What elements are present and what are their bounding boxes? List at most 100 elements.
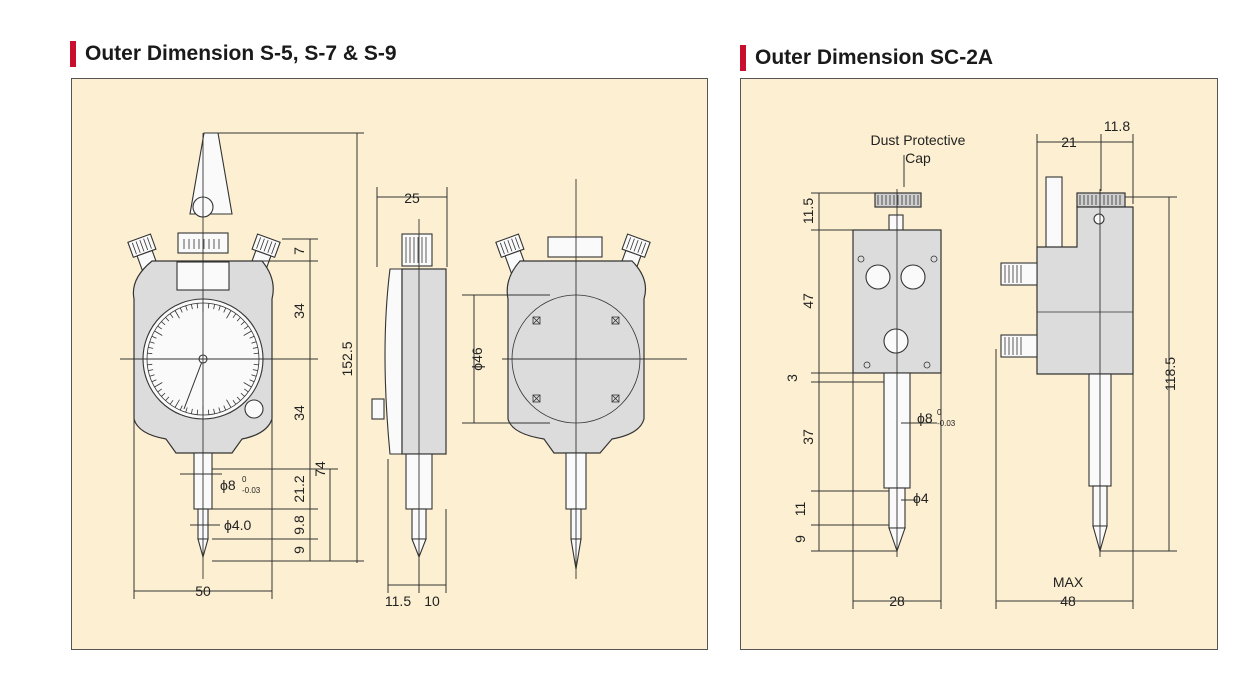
side-button <box>371 398 385 420</box>
dial-tick <box>207 409 210 415</box>
dial-tick <box>161 392 166 397</box>
dial-tick <box>157 325 162 330</box>
dial-tick <box>179 307 183 313</box>
left-heading-text: Outer Dimension S-5, S-7 & S-9 <box>85 42 397 65</box>
right-dimension-lines <box>811 134 1177 609</box>
dim-37: 37 <box>800 429 816 445</box>
dial-tick <box>249 379 255 383</box>
dim-74: 74 <box>312 461 328 477</box>
side-post <box>1045 176 1063 258</box>
tol-upper: 0 <box>937 408 942 417</box>
dial-tick <box>149 374 155 377</box>
left-dimension-drawing: 25 7 34 34 152.5 74 21.2 9.8 9 ϕ46 ϕ8 0 … <box>120 132 687 609</box>
dim-25: 25 <box>404 190 420 206</box>
dial-tick <box>149 341 155 344</box>
dim-28: 28 <box>889 593 905 609</box>
dim-47: 47 <box>800 293 816 309</box>
dial-tick <box>236 317 241 322</box>
dial-tick <box>185 305 188 311</box>
rear-screws <box>532 316 620 403</box>
dial-tick <box>251 341 257 344</box>
dial-tick <box>148 369 154 372</box>
sc2a-side-view <box>1000 176 1134 557</box>
dial-tick <box>252 346 258 349</box>
dial-tick <box>179 405 183 411</box>
dim-9-8: 9.8 <box>291 515 307 535</box>
dial-tick <box>154 382 163 388</box>
dial-tick <box>157 388 162 393</box>
dial-tick <box>218 407 221 413</box>
rear-left-knob <box>495 233 528 276</box>
dim-phi46: ϕ46 <box>469 347 485 371</box>
dust-cap-label-2: Cap <box>905 150 931 166</box>
dial-tick <box>253 363 259 366</box>
dial-tick <box>174 399 180 408</box>
dial-tick <box>196 303 199 309</box>
dim-152-5: 152.5 <box>339 341 355 376</box>
dial-tick <box>154 330 163 336</box>
dial-tick <box>213 304 216 310</box>
dust-cap-label-1: Dust Protective <box>871 132 966 148</box>
dial-tick <box>196 409 199 415</box>
heading-accent-bar <box>740 45 746 71</box>
dial-tick <box>232 313 237 318</box>
dim-21: 21 <box>1061 134 1077 150</box>
dial-tick <box>190 304 193 310</box>
top-spire <box>189 132 233 215</box>
side-bezel <box>384 268 403 455</box>
right-heading-text: Outer Dimension SC-2A <box>755 46 994 69</box>
dial-tick <box>252 369 258 372</box>
dial-tick <box>223 307 227 313</box>
dial-tick <box>223 405 227 411</box>
right-section-heading: Outer Dimension SC-2A <box>740 45 993 71</box>
dial-tick <box>207 303 210 309</box>
dial-tick <box>226 399 232 408</box>
port-bottom <box>883 328 909 354</box>
dial-tick <box>213 408 216 414</box>
dial-tick <box>251 374 257 377</box>
tol-lower: -0.03 <box>242 486 261 495</box>
tol-upper: 0 <box>242 475 247 484</box>
right-dimension-labels: Dust Protective Cap 21 11.8 11.5 47 3 37… <box>784 118 1178 609</box>
dim-34-lower: 34 <box>291 405 307 421</box>
dial-tick <box>240 321 245 326</box>
sc2a-front-view <box>852 189 942 557</box>
dim-phi8: ϕ8 <box>917 410 933 426</box>
dial-tick <box>253 352 259 355</box>
dial-tick <box>151 379 157 383</box>
dial-tick <box>169 400 174 405</box>
right-dimension-drawing: Dust Protective Cap 21 11.8 11.5 47 3 37… <box>784 118 1178 609</box>
dial-tick <box>236 396 241 401</box>
dial-tick <box>147 352 153 355</box>
side-knob-upper <box>1000 262 1038 286</box>
dial-tick <box>226 310 232 319</box>
dim-phi8: ϕ8 <box>220 477 236 493</box>
dim-10: 10 <box>424 593 440 609</box>
dial-tick <box>190 408 193 414</box>
dim-9: 9 <box>792 535 808 543</box>
dial-tick <box>249 335 255 339</box>
dial-tick <box>165 317 170 322</box>
dial-tick <box>147 363 153 366</box>
tol-lower: -0.03 <box>937 419 956 428</box>
dial-tick <box>148 346 154 349</box>
dial-tick <box>174 310 180 319</box>
dial-tick <box>243 382 252 388</box>
dial-tick <box>169 313 174 318</box>
dim-118-5: 118.5 <box>1162 357 1178 391</box>
dial-tick <box>232 400 237 405</box>
dim-11-5: 11.5 <box>385 593 411 609</box>
dial-tick <box>161 321 166 326</box>
rear-cap <box>547 236 603 258</box>
side-view <box>371 219 447 579</box>
dial-tick <box>165 396 170 401</box>
dim-phi4: ϕ4 <box>913 490 929 506</box>
side-cap <box>401 233 433 267</box>
dial-tick <box>244 388 249 393</box>
dial-tick <box>151 335 157 339</box>
dial-needle <box>183 358 204 410</box>
side-small-hole <box>1093 213 1105 225</box>
side-body <box>401 268 447 455</box>
dial-tick <box>218 305 221 311</box>
left-drawing-panel: 25 7 34 34 152.5 74 21.2 9.8 9 ϕ46 ϕ8 0 … <box>71 78 708 650</box>
